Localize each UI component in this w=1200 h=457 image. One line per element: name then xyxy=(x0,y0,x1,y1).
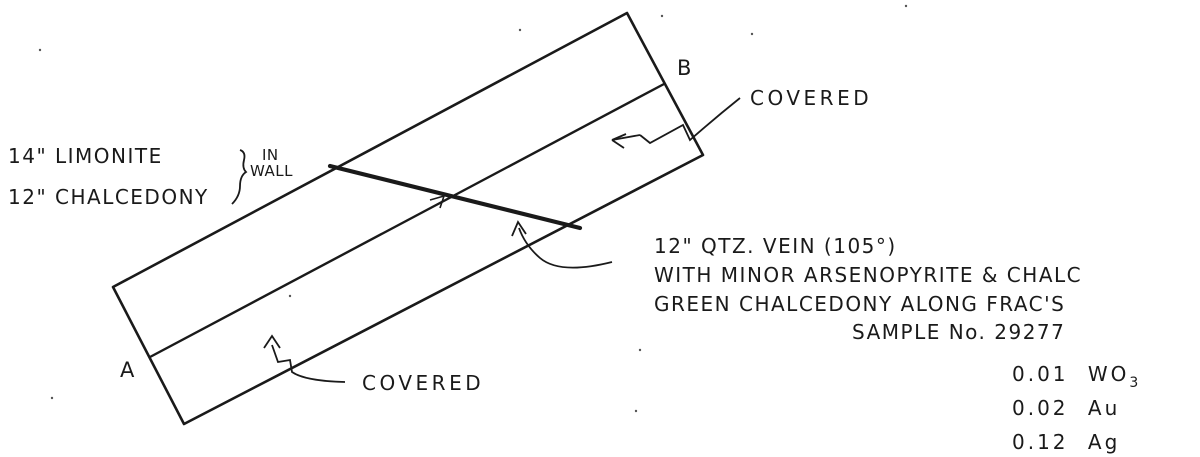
arrowhead-covered-bottom xyxy=(263,334,281,349)
paper-speck xyxy=(38,48,42,52)
assay-element: Au xyxy=(1087,396,1121,420)
assay-element: WO xyxy=(1087,362,1130,386)
paper-speck xyxy=(634,409,638,413)
point-label-b: B xyxy=(677,56,692,80)
assay-element: Ag xyxy=(1087,430,1121,454)
leader-covered-top-shaft xyxy=(611,134,641,141)
assay-row: 0.12 Ag xyxy=(1012,432,1120,452)
arrowhead-covered-top xyxy=(611,133,627,149)
section-line-a-b xyxy=(149,82,665,359)
paper-speck xyxy=(50,396,54,400)
point-label-a: A xyxy=(120,358,135,382)
wall-label: WALL xyxy=(250,162,293,180)
arrowhead-vein-note xyxy=(511,220,527,237)
vein-note-line-1: 12" QTZ. VEIN (105°) xyxy=(654,234,897,258)
leader-vein-note xyxy=(518,227,613,269)
assay-row: 0.01 WO3 xyxy=(1012,364,1138,390)
assay-row: 0.02 Au xyxy=(1012,398,1120,418)
paper-speck xyxy=(750,32,754,36)
in-label: IN xyxy=(262,146,279,164)
sample-number: SAMPLE No. 29277 xyxy=(852,320,1066,344)
paper-speck xyxy=(638,348,642,352)
covered-label-bottom: COVERED xyxy=(362,371,485,395)
paper-speck xyxy=(288,294,292,298)
paper-speck xyxy=(904,4,908,8)
chalcedony-label: 12" CHALCEDONY xyxy=(8,185,209,209)
trench-outline xyxy=(111,11,705,426)
assay-value: 0.02 xyxy=(1012,396,1069,420)
paper-speck xyxy=(518,28,522,32)
leader-covered-bottom xyxy=(271,344,346,383)
leader-covered-top xyxy=(639,97,741,145)
paper-speck xyxy=(660,14,664,18)
quartz-vein-line xyxy=(327,163,583,231)
vein-note-line-2: WITH MINOR ARSENOPYRITE & CHALC xyxy=(654,263,1083,287)
limonite-label: 14" LIMONITE xyxy=(8,144,163,168)
vein-note-line-3: GREEN CHALCEDONY ALONG FRAC'S xyxy=(654,292,1066,316)
assay-value: 0.01 xyxy=(1012,362,1069,386)
brace-in-wall xyxy=(231,149,248,205)
assay-subscript: 3 xyxy=(1129,375,1139,391)
covered-label-top: COVERED xyxy=(750,86,873,110)
assay-value: 0.12 xyxy=(1012,430,1069,454)
arrowhead-wall-line xyxy=(429,194,446,209)
